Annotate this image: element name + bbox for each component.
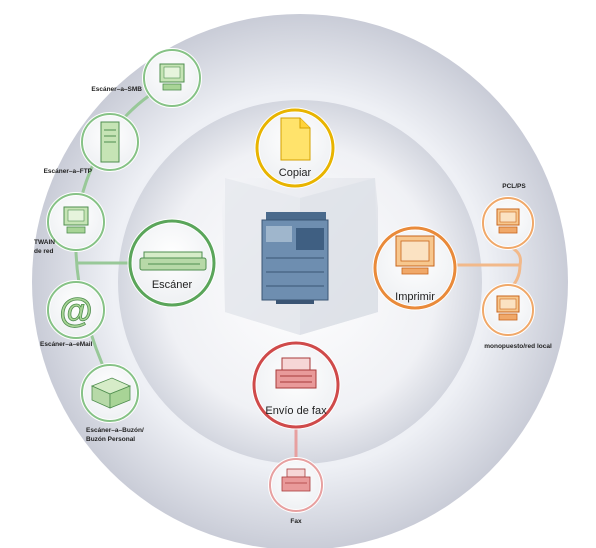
print-target-pclps-label: PCL/PS bbox=[502, 183, 526, 190]
copy-label: Copiar bbox=[279, 167, 312, 179]
scan-target-mailbox[interactable]: Escáner–a–Buzón/ Buzón Personal bbox=[80, 363, 144, 443]
computer-monitor-icon bbox=[395, 235, 435, 275]
computer-icon bbox=[63, 206, 89, 234]
multifunction-copier-icon bbox=[261, 212, 329, 304]
computer-icon bbox=[496, 295, 520, 321]
mailbox-drive-icon bbox=[90, 377, 132, 409]
scan-node[interactable]: Escáner bbox=[127, 218, 217, 308]
at-sign-icon: @ bbox=[59, 292, 92, 330]
computer-icon bbox=[496, 208, 520, 234]
scan-target-twain[interactable]: TWAIN de red bbox=[34, 192, 106, 255]
flatbed-scanner-icon bbox=[139, 251, 207, 271]
fax-target-label: Fax bbox=[290, 518, 302, 525]
scan-target-email-label: Escáner–a–eMail bbox=[40, 341, 93, 348]
scan-target-smb[interactable]: Escáner–a–SMB bbox=[91, 48, 202, 108]
scan-target-mailbox-label-line1: Escáner–a–Buzón/ bbox=[86, 427, 144, 434]
fax-target[interactable]: Fax bbox=[268, 457, 324, 525]
copy-node[interactable]: Copiar bbox=[254, 107, 336, 189]
print-target-local[interactable]: monopuesto/red local bbox=[481, 283, 552, 350]
scan-target-ftp[interactable]: Escáner–a–FTP bbox=[44, 112, 140, 175]
computer-icon bbox=[159, 63, 185, 91]
scan-label: Escáner bbox=[152, 279, 193, 291]
scan-target-mailbox-label-line2: Buzón Personal bbox=[86, 436, 135, 443]
print-label: Imprimir bbox=[395, 291, 435, 303]
document-icon bbox=[280, 117, 311, 161]
scan-target-email[interactable]: @ Escáner–a–eMail bbox=[40, 280, 106, 348]
fax-label: Envío de fax bbox=[265, 405, 327, 417]
scan-target-smb-label: Escáner–a–SMB bbox=[91, 86, 142, 93]
print-target-local-label: monopuesto/red local bbox=[484, 343, 552, 350]
fax-node[interactable]: Envío de fax bbox=[251, 340, 341, 430]
scan-target-twain-label-line2: de red bbox=[34, 248, 54, 255]
scan-target-ftp-label: Escáner–a–FTP bbox=[44, 168, 93, 175]
print-target-pclps[interactable]: PCL/PS bbox=[481, 183, 535, 250]
scan-target-twain-label-line1: TWAIN bbox=[34, 239, 55, 246]
fax-machine-icon bbox=[281, 468, 311, 492]
fax-machine-icon bbox=[275, 357, 317, 389]
server-tower-icon bbox=[100, 121, 120, 163]
print-node[interactable]: Imprimir bbox=[372, 225, 458, 311]
